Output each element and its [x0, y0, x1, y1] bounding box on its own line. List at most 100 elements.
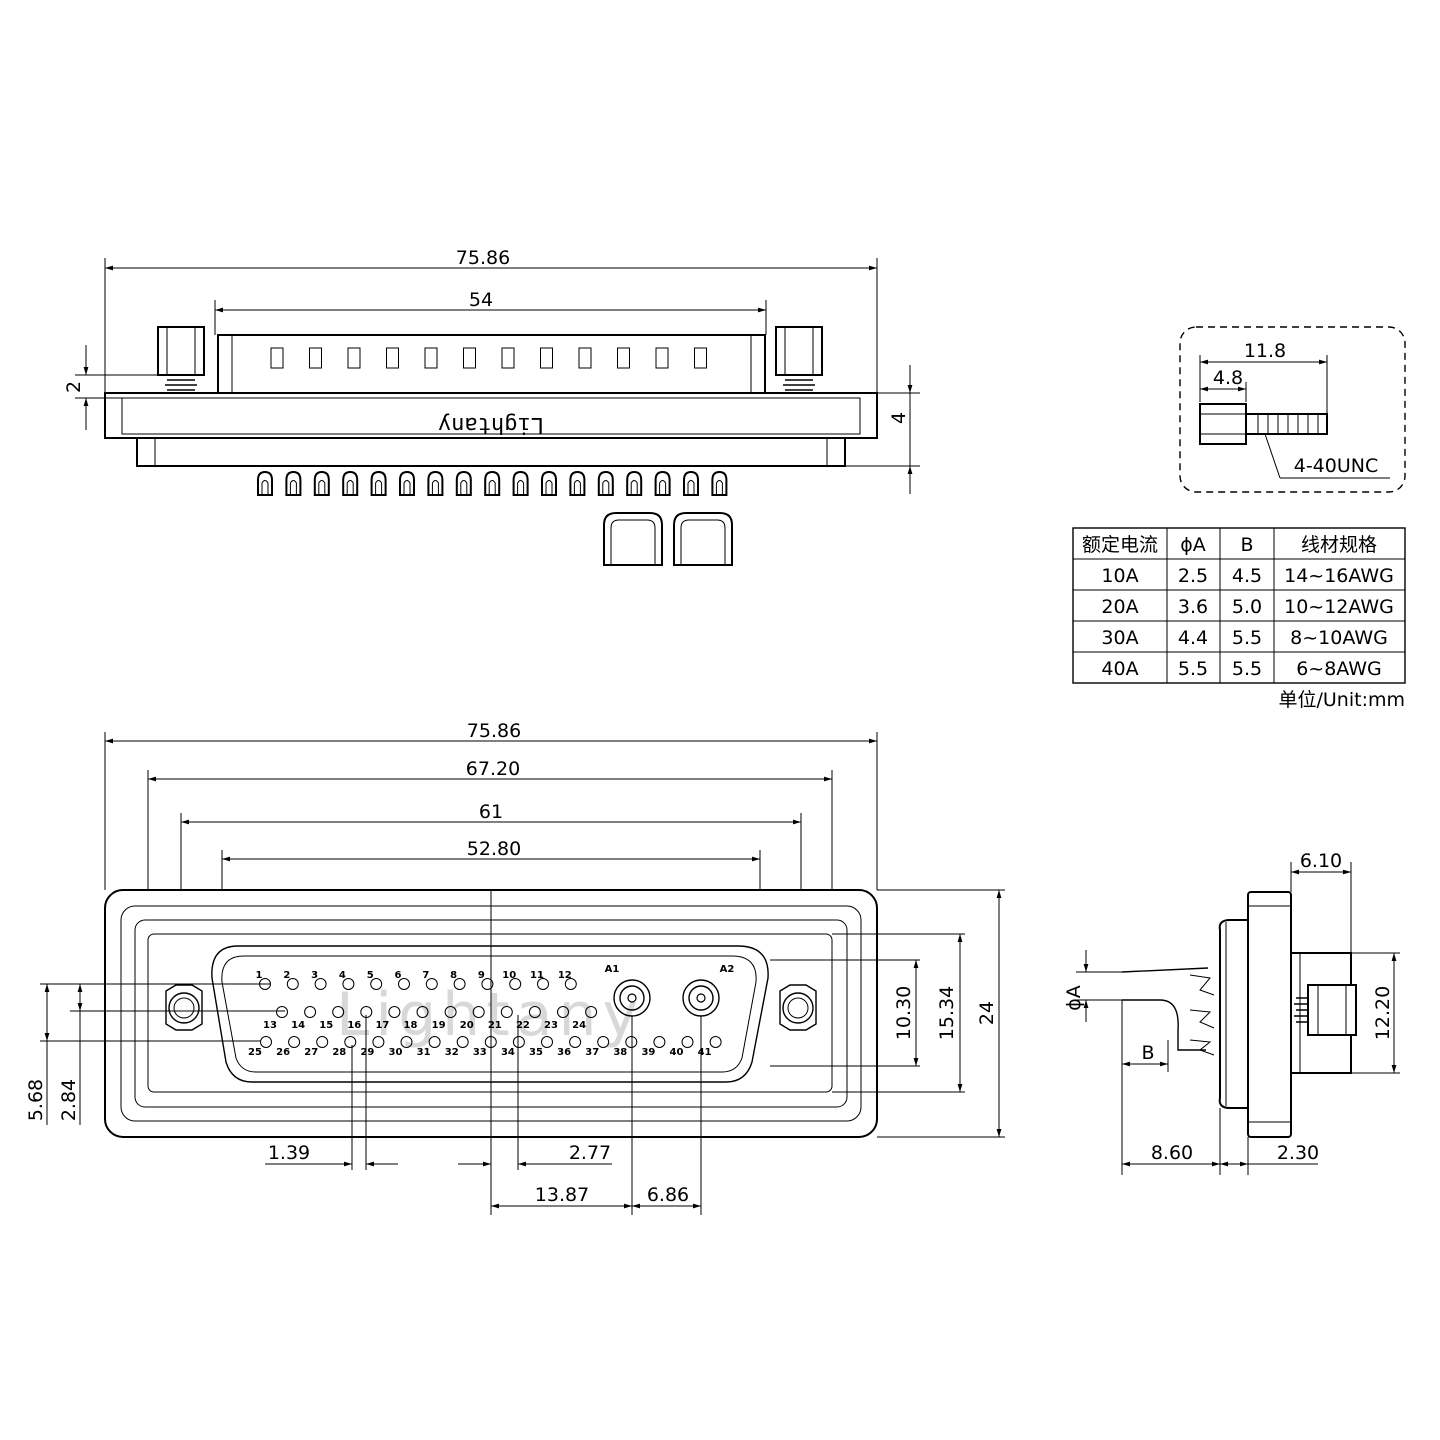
signal-pin [528, 1006, 541, 1018]
dim-face-b2: 2.77 [569, 1142, 611, 1164]
shell-slot [463, 347, 476, 369]
screw-total-length: 11.8 [1244, 340, 1286, 362]
left-mounting-hole [165, 984, 203, 1031]
signal-pin-label: 41 [698, 1047, 712, 1058]
signal-pin-label: 24 [572, 1020, 586, 1031]
solder-cup-inner [630, 480, 638, 495]
shell-slot [540, 347, 553, 369]
signal-pin [314, 978, 327, 990]
signal-pin-label: 19 [432, 1020, 446, 1031]
signal-pin [372, 1036, 385, 1048]
solder-cup [285, 470, 302, 496]
dim-side-left: 8.60 [1151, 1142, 1193, 1164]
signal-pin-label: 35 [529, 1047, 543, 1058]
solder-cup [257, 470, 273, 496]
dim-face-left1: 5.68 [25, 1079, 47, 1121]
signal-pin-label: 40 [670, 1047, 684, 1058]
table-cell: 30A [1101, 627, 1138, 649]
signal-pin-label: 28 [332, 1047, 346, 1058]
signal-pin [681, 1036, 694, 1048]
signal-pin [537, 978, 549, 990]
solder-cup-inner [687, 480, 695, 495]
signal-pin [288, 1036, 301, 1048]
solder-cup-inner [431, 480, 439, 495]
side-flange [1247, 891, 1292, 1138]
signal-pin-label: 13 [263, 1020, 277, 1031]
table-cell: 5.5 [1232, 627, 1262, 649]
signal-pin [564, 978, 577, 990]
dim-thread-2: 2 [63, 381, 85, 393]
solder-cup-inner [488, 480, 496, 495]
signal-pin-label: 4 [339, 970, 346, 981]
table-cell: 5.5 [1232, 658, 1262, 680]
signal-pin [286, 978, 299, 990]
dim-side-top: 6.10 [1300, 850, 1342, 872]
solder-cup [313, 470, 330, 496]
solder-cup [569, 470, 586, 496]
signal-pin [260, 1036, 272, 1048]
signal-pin-label: 30 [389, 1047, 403, 1058]
shell-slot [270, 347, 284, 369]
screw-thread-spec: 4-40UNC [1294, 455, 1379, 477]
shell-slot [424, 347, 438, 369]
screw-detail: 11.8 4.8 4-40UNC [1179, 326, 1406, 493]
table-cell: 2.5 [1178, 565, 1208, 587]
signal-pin-label: 26 [276, 1047, 290, 1058]
shell-slot [347, 347, 361, 369]
solder-cup [711, 470, 728, 496]
signal-pin-label: 32 [445, 1047, 459, 1058]
solder-cup-inner [318, 480, 326, 495]
solder-cup-inner [460, 480, 468, 495]
shell-contact-slots [270, 347, 707, 369]
solder-cup-inner [573, 480, 581, 495]
signal-pin [428, 1036, 441, 1048]
table-header-current: 额定电流 [1082, 534, 1158, 556]
signal-pin-label: 36 [557, 1047, 571, 1058]
shell-slot [309, 347, 322, 369]
dim-face-b4: 6.86 [647, 1184, 689, 1206]
signal-pin-label: 5 [367, 970, 374, 981]
signal-pin-label: 18 [404, 1020, 418, 1031]
signal-pin [509, 978, 522, 990]
signal-pin-label: 11 [530, 970, 544, 981]
table-cell: 40A [1101, 658, 1138, 680]
table-cell: 3.6 [1178, 596, 1208, 618]
signal-pin [304, 1006, 317, 1018]
table-cell: 5.5 [1178, 658, 1208, 680]
signal-pin [709, 1036, 722, 1048]
signal-pin [400, 1036, 413, 1048]
solder-cup [370, 470, 387, 496]
signal-pin [456, 1036, 469, 1048]
d-sub-shell-outline [211, 945, 769, 1083]
signal-pin [597, 1036, 610, 1048]
right-jackscrew [775, 326, 823, 391]
table-cell: 8~10AWG [1290, 627, 1388, 649]
shell-slot [386, 347, 399, 369]
signal-pin-label: 15 [319, 1020, 333, 1031]
signal-pin-label: 3 [311, 970, 318, 981]
signal-pin-label: 16 [347, 1020, 361, 1031]
table-header-B: B [1240, 534, 1253, 556]
signal-pin-label: 20 [460, 1020, 474, 1031]
power-pin-label-a2: A2 [720, 964, 735, 975]
signal-pin [653, 1036, 666, 1048]
solder-cup-inner [545, 480, 553, 495]
signal-pin [541, 1036, 553, 1048]
table-header-wire: 线材规格 [1301, 534, 1377, 556]
signal-pin [557, 1006, 569, 1018]
table-cell: 4.4 [1178, 627, 1208, 649]
solder-cup-inner [602, 480, 610, 495]
front-shell [217, 334, 766, 394]
solder-cup [427, 470, 444, 496]
table-cell: 10A [1101, 565, 1138, 587]
dim-face-w3: 61 [479, 801, 503, 823]
signal-pin-label: 2 [283, 970, 290, 981]
table-header-phiA: ϕA [1180, 534, 1206, 556]
shell-slot [694, 347, 707, 369]
solder-cup-inner [715, 480, 723, 495]
dim-face-b1: 1.39 [268, 1142, 310, 1164]
dim-face-w2: 67.20 [466, 758, 520, 780]
